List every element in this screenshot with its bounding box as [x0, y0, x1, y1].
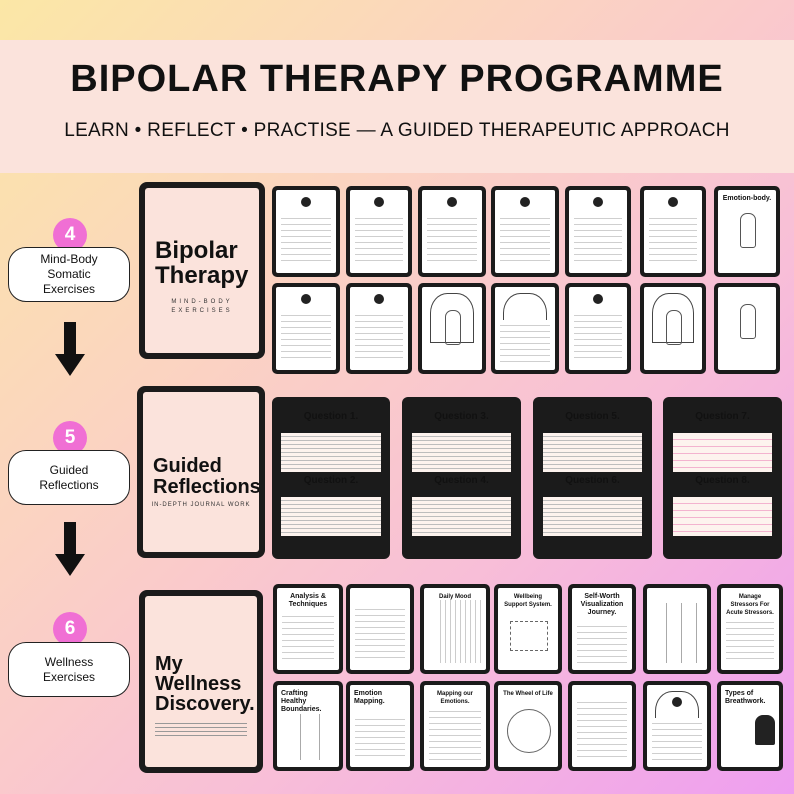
wellness-page: Emotion Mapping. [346, 681, 414, 771]
question-title: Question 8. [695, 475, 750, 486]
step-5-badge: 5 [53, 421, 87, 455]
wellness-page [643, 681, 711, 771]
header-banner: BIPOLAR THERAPY PROGRAMME LEARN • REFLEC… [0, 40, 794, 173]
worksheet-page [418, 186, 486, 277]
page-title: Emotion Mapping. [354, 690, 385, 705]
wellness-page: Crafting Healthy Boundaries. [273, 681, 343, 771]
breathing-figure-icon [755, 714, 775, 745]
cover-my-wellness-discovery: My Wellness Discovery. [139, 590, 263, 773]
body-outline-icon [740, 213, 756, 249]
question-page-4: Question 7. Question 8. [663, 397, 782, 559]
page-title: The Wheel of Life [503, 691, 553, 697]
wellness-page: Manage Stressors For Acute Stressors. [717, 584, 783, 674]
page-title: Self-Worth Visualization Journey. [580, 593, 624, 616]
cover-bipolar-therapy: Bipolar Therapy MIND-BODY EXERCISES [139, 182, 265, 359]
body-scan-page [714, 283, 780, 374]
worksheet-page [272, 186, 340, 277]
worksheet-page [491, 186, 559, 277]
step-4-label: Mind-Body Somatic Exercises [8, 247, 130, 302]
question-title: Question 5. [565, 411, 620, 422]
worksheet-page [565, 186, 631, 277]
page-title: Mapping our Emotions. [437, 691, 473, 705]
cover-subtitle: IN-DEPTH JOURNAL WORK [151, 502, 251, 508]
wellness-page: Mapping our Emotions. [420, 681, 490, 771]
page-title: Emotion-body. [722, 195, 772, 202]
question-page-2: Question 3. Question 4. [402, 397, 521, 559]
page-title: Crafting Healthy Boundaries. [281, 690, 322, 713]
worksheet-page [491, 283, 559, 374]
page-title: BIPOLAR THERAPY PROGRAMME [70, 58, 724, 100]
wellness-page: Analysis & Techniques [273, 584, 343, 674]
worksheet-page [640, 186, 706, 277]
breathwork-page: Types of Breathwork. [717, 681, 783, 771]
step-4-badge: 4 [53, 218, 87, 252]
worksheet-page [346, 283, 412, 374]
worksheet-page [346, 186, 412, 277]
body-scan-page [640, 283, 706, 374]
question-title: Question 4. [434, 475, 489, 486]
question-page-1: Question 1. Question 2. [272, 397, 390, 559]
cover-title: Guided Reflections [153, 455, 259, 498]
step-6-badge: 6 [53, 612, 87, 646]
wellness-page: Self-Worth Visualization Journey. [568, 584, 636, 674]
cover-description [155, 720, 247, 738]
worksheet-page [565, 283, 631, 374]
down-arrow-icon [55, 522, 85, 578]
down-arrow-icon [55, 322, 85, 378]
wellness-page [568, 681, 636, 771]
question-page-3: Question 5. Question 6. [533, 397, 652, 559]
wellness-page [643, 584, 711, 674]
step-6-label: Wellness Exercises [8, 642, 130, 697]
page-subtitle: LEARN • REFLECT • PRACTISE — A GUIDED TH… [64, 120, 730, 141]
question-title: Question 1. [303, 411, 359, 422]
step-5-label: Guided Reflections [8, 450, 130, 505]
page-title: Wellbeing Support System. [504, 594, 552, 608]
emotion-body-page: Emotion-body. [714, 186, 780, 277]
cover-subtitle: MIND-BODY EXERCISES [171, 299, 233, 314]
cover-title: Bipolar Therapy [155, 237, 249, 289]
wheel-of-life-page: The Wheel of Life [494, 681, 562, 771]
mood-tracker-page: Daily Mood Tracker. [420, 584, 490, 674]
question-title: Question 7. [695, 411, 750, 422]
cover-title: My Wellness Discovery. [155, 653, 255, 715]
wellness-page [346, 584, 414, 674]
worksheet-page [272, 283, 340, 374]
wheel-icon [507, 709, 551, 754]
page-title: Analysis & Techniques [288, 593, 328, 608]
question-title: Question 2. [303, 475, 359, 486]
body-scan-page [418, 283, 486, 374]
question-title: Question 3. [434, 411, 489, 422]
page-title: Manage Stressors For Acute Stressors. [726, 594, 774, 616]
wellness-page: Wellbeing Support System. [494, 584, 562, 674]
question-title: Question 6. [565, 475, 620, 486]
page-title: Types of Breathwork. [725, 690, 766, 705]
cover-guided-reflections: Guided Reflections IN-DEPTH JOURNAL WORK [137, 386, 265, 558]
